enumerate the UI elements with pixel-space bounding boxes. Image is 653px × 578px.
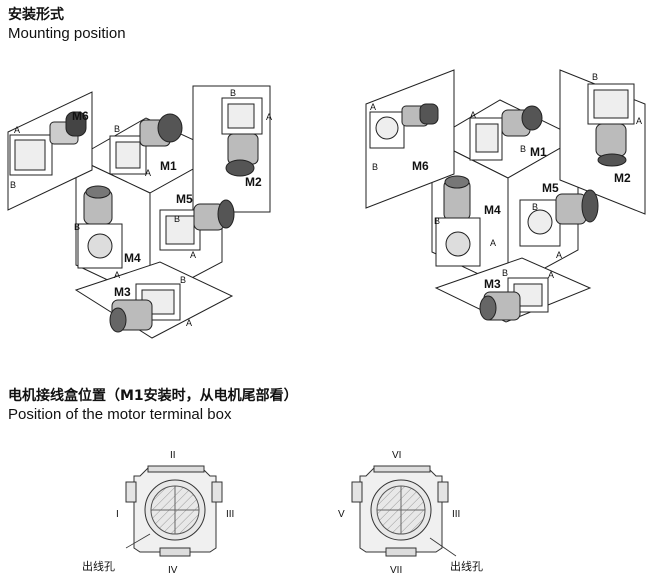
svg-text:A: A <box>370 102 376 112</box>
svg-text:A: A <box>14 125 20 135</box>
cable-hole-label-right: 出线孔 <box>450 559 483 573</box>
svg-text:II: II <box>170 450 176 461</box>
cable-leader-right <box>429 537 457 557</box>
svg-text:A: A <box>548 270 554 280</box>
svg-text:B: B <box>174 214 180 224</box>
side-letters-left: A B B A B A B A B A B A <box>10 88 272 328</box>
terminal-labels-left: II I III IV <box>116 450 234 576</box>
label-m1: M1 <box>160 159 177 173</box>
side-letters-right: A B A B B A B A B A B A <box>370 72 642 280</box>
terminal-box-right <box>351 465 449 557</box>
svg-text:B: B <box>532 202 538 212</box>
mounting-diagram-left <box>7 85 271 339</box>
svg-text:VI: VI <box>392 450 401 461</box>
svg-text:V: V <box>338 509 345 520</box>
svg-text:B: B <box>502 268 508 278</box>
label-m5: M5 <box>176 192 193 206</box>
svg-text:B: B <box>10 180 16 190</box>
cable-hole-label-left: 出线孔 <box>82 559 115 573</box>
svg-text:B: B <box>372 162 378 172</box>
svg-text:B: B <box>180 275 186 285</box>
svg-text:A: A <box>636 116 642 126</box>
svg-text:A: A <box>470 110 476 120</box>
terminal-title-en: Position of the motor terminal box <box>8 406 232 423</box>
label-m6: M6 <box>72 109 89 123</box>
svg-text:B: B <box>74 222 80 232</box>
svg-text:A: A <box>556 250 562 260</box>
svg-text:B: B <box>592 72 598 82</box>
label-m3-right: M3 <box>484 277 501 291</box>
label-m6-right: M6 <box>412 159 429 173</box>
label-m2: M2 <box>245 175 262 189</box>
svg-text:A: A <box>490 238 496 248</box>
svg-text:B: B <box>434 216 440 226</box>
mounting-labels-left: M6 M1 M2 M4 M5 M3 <box>72 109 262 299</box>
svg-text:B: B <box>520 144 526 154</box>
svg-text:A: A <box>145 168 151 178</box>
terminal-title-cn: 电机接线盒位置（M1安装时，从电机尾部看） <box>8 388 298 404</box>
svg-text:III: III <box>452 509 460 520</box>
svg-text:I: I <box>116 509 119 520</box>
terminal-box-left <box>125 465 223 557</box>
label-m3: M3 <box>114 285 131 299</box>
svg-text:A: A <box>186 318 192 328</box>
svg-text:III: III <box>226 509 234 520</box>
svg-text:B: B <box>114 124 120 134</box>
svg-text:A: A <box>266 112 272 122</box>
mounting-labels-right: M6 M1 M2 M4 M5 M3 <box>412 145 631 291</box>
svg-text:IV: IV <box>168 565 178 576</box>
terminal-labels-right: VI V III VII <box>338 450 460 576</box>
mounting-title-cn: 安装形式 <box>8 7 64 23</box>
label-m5-right: M5 <box>542 181 559 195</box>
mounting-title-en: Mounting position <box>8 25 126 42</box>
label-m2-right: M2 <box>614 171 631 185</box>
svg-text:A: A <box>114 270 120 280</box>
svg-text:A: A <box>190 250 196 260</box>
label-m1-right: M1 <box>530 145 547 159</box>
label-m4: M4 <box>124 251 141 265</box>
svg-text:B: B <box>230 88 236 98</box>
mounting-diagram-right <box>365 69 646 323</box>
cable-leader-left <box>125 533 151 549</box>
svg-text:VII: VII <box>390 565 402 576</box>
label-m4-right: M4 <box>484 203 501 217</box>
